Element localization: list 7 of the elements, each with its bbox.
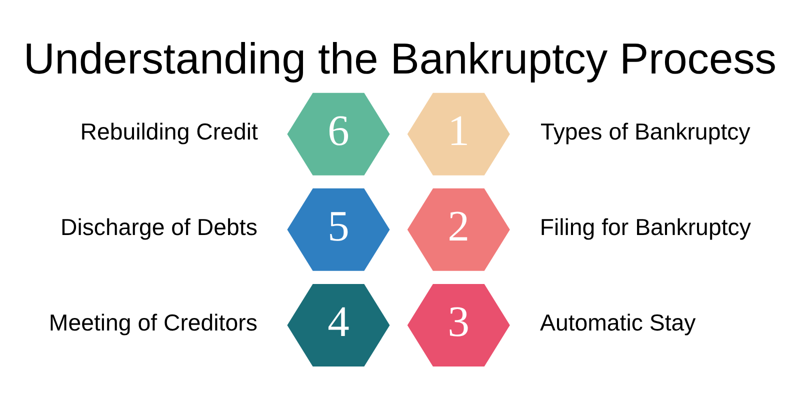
diagram-title: Understanding the Bankruptcy Process: [23, 35, 777, 84]
node-label: Meeting of Creditors: [48, 310, 258, 336]
node-label: Filing for Bankruptcy: [540, 214, 751, 240]
node-label: Rebuilding Credit: [80, 118, 258, 145]
node-label: Automatic Stay: [540, 310, 696, 336]
node-label: Types of Bankruptcy: [540, 118, 750, 145]
node-label: Discharge of Debts: [60, 214, 258, 240]
